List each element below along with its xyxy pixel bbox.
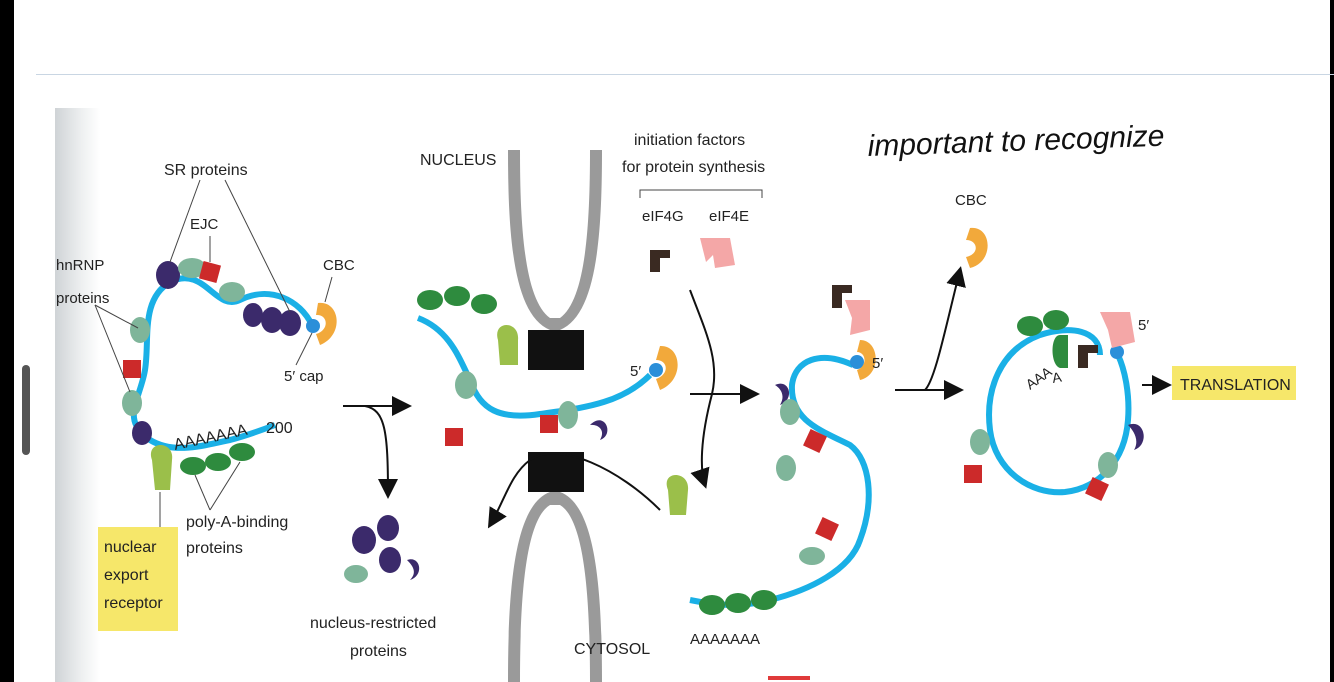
label-initiation: initiation factors <box>634 132 745 149</box>
sr-protein <box>261 307 283 333</box>
five-prime-cap <box>306 319 320 333</box>
arrows-stage-2-3 <box>487 289 760 529</box>
label-5-prime: 5′ <box>630 363 641 380</box>
left-window-edge <box>0 0 14 682</box>
stage-1-mrnp: hnRNP proteins SR proteins EJC CBC 5′ ca… <box>56 162 355 631</box>
hnrnp-protein <box>178 258 206 278</box>
label-sr-proteins: SR proteins <box>164 162 248 179</box>
sr-protein <box>279 310 301 336</box>
polya-binding-protein <box>229 443 255 461</box>
stage-2-exporting-mrnp: 5′ <box>416 286 678 446</box>
sr-protein <box>243 303 263 327</box>
label-initiation: for protein synthesis <box>622 159 765 176</box>
label-hnrnp: hnRNP <box>56 257 104 274</box>
label-nuclear-export-receptor: receptor <box>104 595 163 612</box>
label-polya-binding: proteins <box>186 540 243 557</box>
arrows-stage-3-4: CBC <box>895 192 988 400</box>
label-5-prime: 5′ <box>872 355 883 372</box>
label-a: A <box>1051 368 1064 385</box>
label-translation: TRANSLATION <box>1180 377 1291 394</box>
scrollbar-thumb[interactable] <box>22 365 30 455</box>
label-nuclear-export-receptor: nuclear <box>104 539 157 556</box>
label-hnrnp: proteins <box>56 290 109 307</box>
section-divider <box>36 74 1334 75</box>
nuclear-pore-complex: NUCLEUS CYTOSOL <box>420 150 650 682</box>
hnrnp-protein <box>122 390 142 416</box>
label-5-cap: 5′ cap <box>284 368 324 385</box>
label-aaa: AAA <box>1023 363 1056 393</box>
page-gutter-shadow <box>55 108 100 682</box>
translation-highlight <box>1172 366 1296 400</box>
label-cytosol: CYTOSOL <box>574 641 650 658</box>
nucleus-restricted-proteins: nucleus-restricted proteins <box>310 515 436 660</box>
label-ejc: EJC <box>190 216 219 233</box>
label-200: 200 <box>266 420 293 437</box>
label-cbc: CBC <box>323 257 355 274</box>
arrow-to-pore <box>343 396 412 499</box>
released-cbc <box>966 227 988 268</box>
hnrnp-protein <box>219 282 245 302</box>
export-receptor-highlight <box>98 527 178 631</box>
hnrnp-protein <box>130 317 150 343</box>
label-nucleus: NUCLEUS <box>420 152 496 169</box>
label-polya-tail: AAAAAAA <box>690 631 760 648</box>
polya-binding-protein <box>205 453 231 471</box>
mrna-strand <box>130 275 315 451</box>
label-nuclear-export-receptor: export <box>104 567 149 584</box>
right-window-edge <box>1330 0 1334 682</box>
label-nucleus-restricted: nucleus-restricted <box>310 615 436 632</box>
label-nucleus-restricted: proteins <box>350 643 407 660</box>
initiation-factors: initiation factors for protein synthesis… <box>622 132 765 272</box>
sr-protein <box>156 261 180 289</box>
translation-output: TRANSLATION <box>1142 366 1296 400</box>
stage-4-circular-mrna: AAA A 5′ <box>964 310 1149 501</box>
ejc-protein <box>123 360 141 378</box>
sr-protein <box>132 421 152 445</box>
label-eif4e: eIF4E <box>709 208 749 225</box>
stage-3-cytosolic-mrnp: 5′ AAAAAAA <box>689 285 883 648</box>
cbc-protein <box>316 302 337 345</box>
export-receptor <box>150 445 173 490</box>
label-polya-binding: poly-A-binding <box>186 514 288 531</box>
polya-binding-protein <box>180 457 206 475</box>
label-cbc: CBC <box>955 192 987 209</box>
ejc-protein <box>198 260 222 284</box>
label-eif4g: eIF4G <box>642 208 684 225</box>
label-5-prime: 5′ <box>1138 317 1149 334</box>
